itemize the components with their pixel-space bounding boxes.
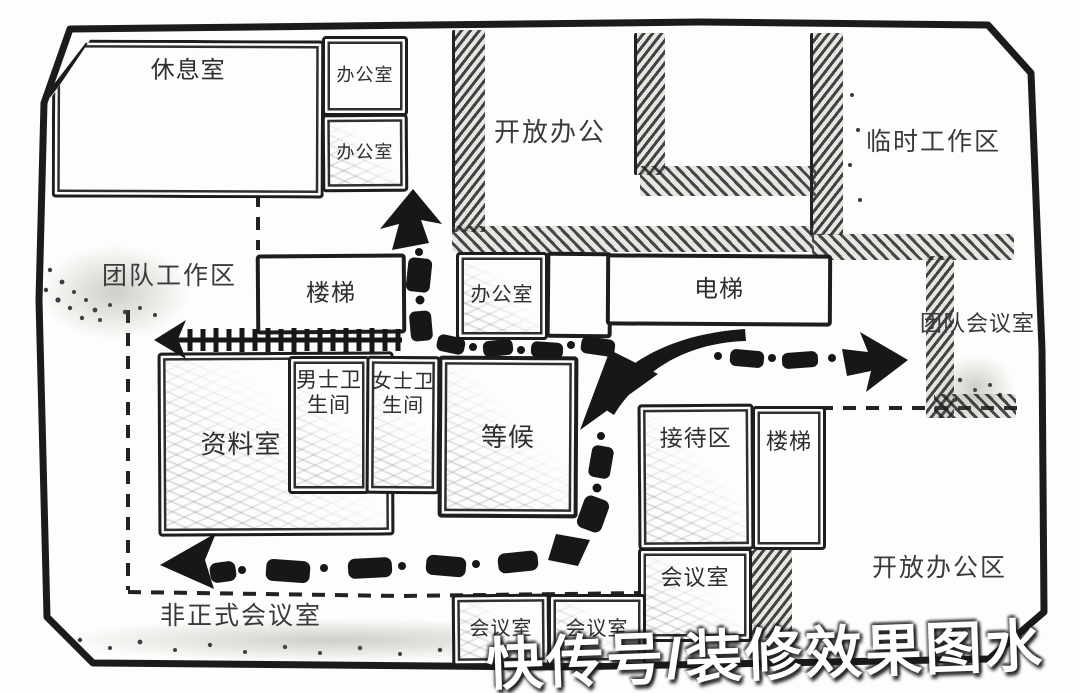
room-label: 资料室 — [200, 428, 282, 460]
room-label: 楼梯 — [765, 429, 812, 454]
room-label: 接待区 — [659, 424, 732, 452]
hatched-wall — [934, 394, 1016, 418]
room-label: 等候 — [480, 421, 536, 452]
bottom-left-arrow — [160, 533, 216, 589]
hatched-wall — [810, 33, 843, 235]
room-lounge: 休息室 — [52, 40, 325, 199]
room-waiting: 等候 — [437, 355, 579, 519]
area-open-office-top: 开放办公 — [494, 117, 607, 147]
room-office-top-1: 办公室 — [322, 36, 408, 116]
room-label: 休息室 — [150, 56, 226, 85]
room-stairs-left: 楼梯 — [255, 253, 407, 335]
room-label: 办公室 — [470, 284, 534, 307]
hatched-wall — [640, 166, 816, 196]
hatched-wall — [634, 33, 665, 175]
room-label: 会议室 — [660, 565, 730, 590]
up-arrow — [380, 189, 442, 250]
room-office-mid: 办公室 — [456, 252, 548, 340]
right-dashed-arrow — [842, 332, 908, 392]
hatched-wall — [452, 226, 814, 252]
room-label: 男士卫生间 — [296, 369, 362, 417]
hatched-wall — [812, 234, 1014, 260]
room-office-top-2: 办公室 — [321, 113, 409, 193]
room-womens-restroom: 女士卫生间 — [365, 355, 441, 495]
room-label: 女士卫生间 — [371, 370, 435, 417]
room-elevator: 电梯 — [605, 253, 833, 327]
area-temp-work: 临时工作区 — [866, 128, 1002, 156]
room-label: 楼梯 — [305, 279, 357, 308]
room-label: 办公室 — [336, 65, 394, 86]
room-label: 办公室 — [336, 142, 394, 163]
room-reception: 接待区 — [637, 403, 755, 551]
area-informal-meeting: 非正式会议室 — [160, 602, 323, 630]
hatched-wall — [452, 30, 485, 232]
room-mens-restroom: 男士卫生间 — [288, 356, 370, 494]
area-team-meeting: 团队会议室 — [920, 311, 1036, 336]
room-label: 电梯 — [693, 275, 745, 303]
area-team-work: 团队工作区 — [102, 262, 238, 290]
curved-swoosh-arrow — [595, 329, 746, 415]
area-open-office: 开放办公区 — [872, 554, 1008, 582]
room-stairs-right: 楼梯 — [752, 406, 826, 550]
room-unlabeled — [545, 251, 613, 339]
